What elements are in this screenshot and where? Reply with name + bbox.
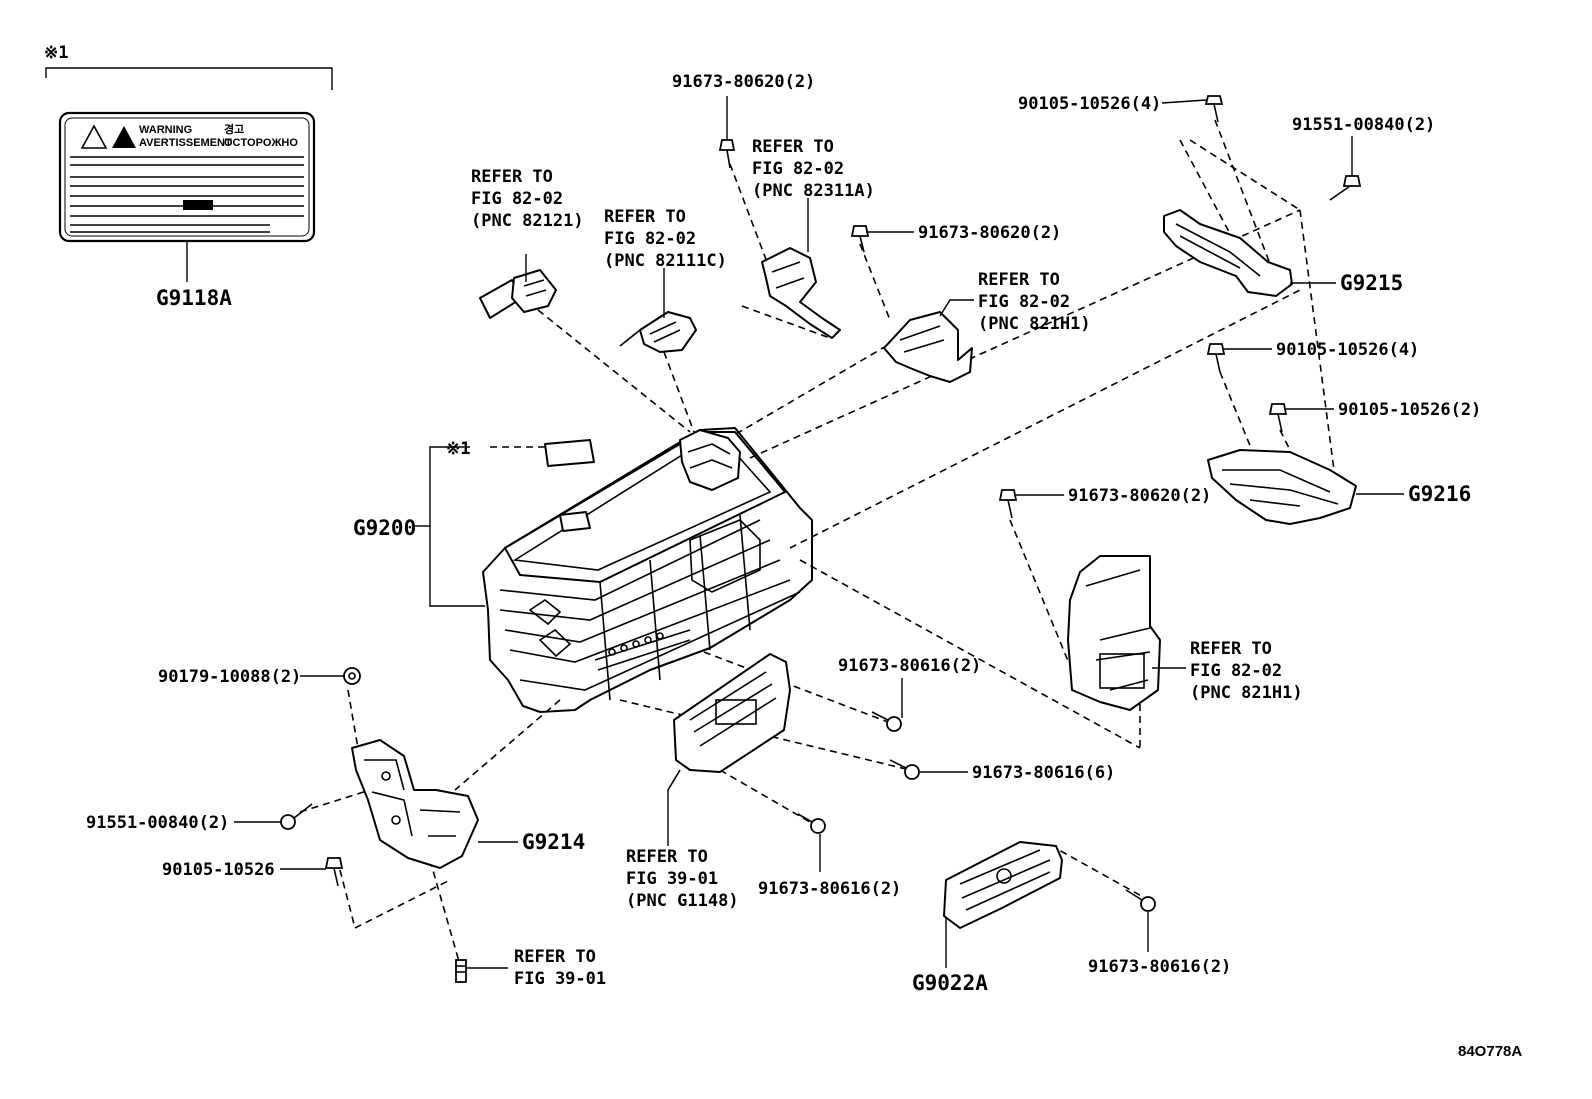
callout-bolt-left-2[interactable]: 90105-10526 xyxy=(162,860,275,880)
bolt-bottom-right-icon xyxy=(1125,889,1156,912)
svg-text:REFER TO: REFER TO xyxy=(1190,639,1272,659)
bolt-center-2-icon xyxy=(889,759,920,780)
inverter-part-code: G9200 xyxy=(353,516,416,540)
svg-text:REFER TO: REFER TO xyxy=(626,847,708,867)
svg-text:FIG 39-01: FIG 39-01 xyxy=(626,869,718,889)
svg-text:(PNC 82111C): (PNC 82111C) xyxy=(604,251,727,271)
connector-82111c[interactable] xyxy=(619,311,697,353)
code-bracket-lower[interactable]: G9214 xyxy=(522,830,585,854)
inverter-callout: ※1 G9200 xyxy=(353,439,545,607)
callout-bolt-center-3[interactable]: 91673-80616(2) xyxy=(758,879,901,899)
ref-821h1-top[interactable]: REFER TO FIG 82-02 (PNC 821H1) xyxy=(978,270,1091,334)
callout-bolt-mid-center[interactable]: 91673-80620(2) xyxy=(918,223,1061,243)
avertissement-text: AVERTISSEMENT xyxy=(139,137,232,149)
module-g1148[interactable] xyxy=(667,653,791,791)
bracket-g9216[interactable] xyxy=(1207,449,1357,525)
bolt-left-1-icon xyxy=(280,803,313,830)
callout-bolt-right-2[interactable]: 90105-10526(2) xyxy=(1338,400,1481,420)
code-cover[interactable]: G9022A xyxy=(912,971,988,995)
stud-bottom-icon xyxy=(455,959,467,983)
svg-text:REFER TO: REFER TO xyxy=(752,137,834,157)
svg-text:FIG 82-02: FIG 82-02 xyxy=(978,292,1070,312)
svg-text:(PNC 82311A): (PNC 82311A) xyxy=(752,181,875,201)
russian-warning-text: OCTOPOЖHO xyxy=(224,137,298,149)
ref-g1148[interactable]: REFER TO FIG 39-01 (PNC G1148) xyxy=(626,847,739,911)
bolt-mid-center-icon xyxy=(850,225,870,253)
bolt-right-2-icon xyxy=(1268,403,1288,433)
svg-text:REFER TO: REFER TO xyxy=(604,207,686,227)
bolt-top-right-icon xyxy=(1204,95,1224,123)
svg-text:(PNC 821H1): (PNC 821H1) xyxy=(1190,683,1303,703)
reference-notes: REFER TO FIG 82-02 (PNC 82121) REFER TO … xyxy=(471,137,1303,989)
callout-bolt-right-1[interactable]: 90105-10526(4) xyxy=(1276,340,1419,360)
bracket-g9215[interactable] xyxy=(1163,209,1293,297)
code-bracket-upper[interactable]: G9215 xyxy=(1340,271,1403,295)
caution-triangle-icon xyxy=(80,124,108,149)
note-mark-top: ※1 xyxy=(44,43,68,63)
assembly-codes: G9215 G9216 G9214 G9022A xyxy=(522,271,1471,995)
callout-bolt-bottom-right[interactable]: 91673-80616(2) xyxy=(1088,957,1231,977)
warning-label-group: ※1 WARNING AVERTISSEMENT 경고 OCTOPOЖHO G9… xyxy=(44,43,333,310)
callout-bolt-left-1[interactable]: 91551-00840(2) xyxy=(86,813,229,833)
ref-82121[interactable]: REFER TO FIG 82-02 (PNC 82121) xyxy=(471,167,584,231)
label-part-code: G9118A xyxy=(156,286,232,310)
svg-text:REFER TO: REFER TO xyxy=(978,270,1060,290)
fasteners xyxy=(280,95,1362,983)
callout-bolt-right-3[interactable]: 91673-80620(2) xyxy=(1068,486,1211,506)
inverter-assembly[interactable] xyxy=(482,427,813,713)
svg-text:(PNC 821H1): (PNC 821H1) xyxy=(978,314,1091,334)
callout-bolt-center-1[interactable]: 91673-80616(2) xyxy=(838,656,981,676)
code-bracket-right[interactable]: G9216 xyxy=(1408,482,1471,506)
ref-39-01[interactable]: REFER TO FIG 39-01 xyxy=(514,947,606,989)
illustration-id: 84O778A xyxy=(1458,1043,1522,1060)
svg-text:FIG 82-02: FIG 82-02 xyxy=(471,189,563,209)
svg-text:REFER TO: REFER TO xyxy=(514,947,596,967)
label-text-lines xyxy=(70,156,304,233)
korean-warning-text: 경고 xyxy=(224,122,244,136)
inverter-note-mark: ※1 xyxy=(446,439,470,459)
bolt-far-right-icon xyxy=(1329,175,1362,201)
bracket-g9214[interactable] xyxy=(351,739,479,869)
bolt-right-1-icon xyxy=(1206,343,1226,373)
callout-labels: 91673-80620(2) 90105-10526(4) 91551-0084… xyxy=(86,72,1481,977)
sensor-82311a[interactable] xyxy=(761,247,841,339)
warning-triangle-icon xyxy=(112,126,136,148)
leader-lines xyxy=(234,96,1404,969)
bolt-left-2-icon xyxy=(324,857,344,887)
nut-left-icon xyxy=(343,667,361,685)
ref-82311a[interactable]: REFER TO FIG 82-02 (PNC 82311A) xyxy=(752,137,875,201)
cover-g9022a[interactable] xyxy=(943,841,1063,929)
callout-bolt-far-right[interactable]: 91551-00840(2) xyxy=(1292,115,1435,135)
connector-82121[interactable] xyxy=(479,269,557,319)
ecu-821h1[interactable] xyxy=(1067,555,1161,711)
bolt-center-3-icon xyxy=(797,813,826,834)
bolt-center-1-icon xyxy=(871,711,902,732)
svg-text:FIG 82-02: FIG 82-02 xyxy=(752,159,844,179)
ref-821h1-right[interactable]: REFER TO FIG 82-02 (PNC 821H1) xyxy=(1190,639,1303,703)
warning-text: WARNING xyxy=(139,124,192,136)
svg-text:(PNC G1148): (PNC G1148) xyxy=(626,891,739,911)
note-bracket xyxy=(45,67,333,90)
bolt-top-center-icon xyxy=(718,139,736,169)
svg-text:(PNC 82121): (PNC 82121) xyxy=(471,211,584,231)
sensor-821h1-top[interactable] xyxy=(883,311,973,383)
ref-82111c[interactable]: REFER TO FIG 82-02 (PNC 82111C) xyxy=(604,207,727,271)
callout-bolt-top-right[interactable]: 90105-10526(4) xyxy=(1018,94,1161,114)
callout-bolt-top-center[interactable]: 91673-80620(2) xyxy=(672,72,815,92)
bolt-right-3-icon xyxy=(998,489,1018,519)
svg-text:FIG 82-02: FIG 82-02 xyxy=(1190,661,1282,681)
callout-nut-left[interactable]: 90179-10088(2) xyxy=(158,667,301,687)
callout-bolt-center-2[interactable]: 91673-80616(6) xyxy=(972,763,1115,783)
svg-text:FIG 82-02: FIG 82-02 xyxy=(604,229,696,249)
svg-text:FIG 39-01: FIG 39-01 xyxy=(514,969,606,989)
assembly-guide-lines xyxy=(299,119,1336,966)
svg-text:REFER TO: REFER TO xyxy=(471,167,553,187)
